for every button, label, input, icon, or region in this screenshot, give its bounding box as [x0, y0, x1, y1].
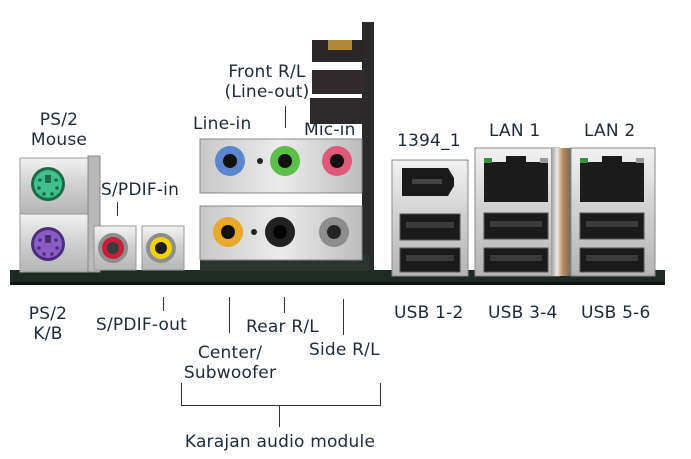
chrome-divider [551, 148, 571, 276]
ps2-keyboard-port[interactable] [31, 227, 65, 261]
usb-3-port[interactable] [483, 212, 549, 240]
center-subwoofer-jack[interactable] [213, 217, 243, 247]
usb-1-port[interactable] [399, 213, 461, 241]
ieee1394-port[interactable] [402, 168, 454, 196]
label-karajan-audio-module: Karajan audio module [184, 432, 376, 452]
usb-2-port[interactable] [399, 247, 461, 273]
label-side-rl: Side R/L [309, 340, 380, 360]
label-usb-3-4: USB 3-4 [488, 303, 558, 323]
usb-6-port[interactable] [579, 247, 645, 273]
label-lan1: LAN 1 [489, 121, 541, 141]
spdif-out-port[interactable] [141, 225, 185, 271]
label-line-in: Line-in [193, 114, 252, 134]
label-center-sub-line1: Center/ [197, 343, 263, 363]
mic-in-jack[interactable] [322, 146, 352, 176]
label-ps2-kb: PS/2 K/B [18, 304, 78, 344]
lan1-port[interactable] [484, 156, 548, 202]
spdif-in-port[interactable] [93, 225, 137, 271]
label-usb-1-2: USB 1-2 [394, 303, 464, 323]
label-ieee1394: 1394_1 [397, 131, 461, 151]
label-mic-in: Mic-in [304, 120, 356, 140]
label-ps2-kb-line1: PS/2 [28, 304, 68, 324]
lan2-port[interactable] [580, 156, 644, 202]
label-lan2: LAN 2 [584, 121, 636, 141]
usb-4-port[interactable] [483, 247, 549, 273]
label-front-rl-line2: (Line-out) [224, 82, 310, 102]
bracket-left [181, 383, 182, 406]
label-center-sub-line2: Subwoofer [183, 363, 277, 383]
leader-front-rl [285, 106, 286, 128]
bracket-bar [181, 405, 381, 406]
label-front-rl: Front R/L (Line-out) [217, 62, 317, 102]
label-ps2-kb-line2: K/B [33, 324, 63, 344]
usb-5-port[interactable] [579, 212, 645, 240]
label-usb-5-6: USB 5-6 [581, 303, 651, 323]
front-rl-jack[interactable] [270, 146, 300, 176]
label-ps2-mouse-line2: Mouse [30, 130, 88, 150]
ps2-mouse-port[interactable] [31, 167, 65, 201]
label-ps2-mouse-line1: PS/2 [39, 110, 79, 130]
leader-spdif-out [163, 297, 164, 311]
leader-side-rl [343, 299, 344, 335]
side-rl-jack[interactable] [319, 217, 349, 247]
label-ps2-mouse: PS/2 Mouse [24, 110, 94, 150]
label-spdif-in: S/PDIF-in [101, 180, 180, 200]
bracket-stem [279, 405, 280, 427]
label-center-sub: Center/ Subwoofer [178, 343, 282, 383]
label-front-rl-line1: Front R/L [228, 62, 306, 82]
bracket-right [380, 383, 381, 406]
rear-rl-jack[interactable] [265, 217, 295, 247]
leader-center-sub [229, 297, 230, 333]
leader-rear-rl [284, 297, 285, 313]
label-rear-rl: Rear R/L [246, 317, 319, 337]
label-spdif-out: S/PDIF-out [96, 315, 187, 335]
line-in-jack[interactable] [215, 146, 245, 176]
leader-spdif-in [117, 202, 118, 216]
